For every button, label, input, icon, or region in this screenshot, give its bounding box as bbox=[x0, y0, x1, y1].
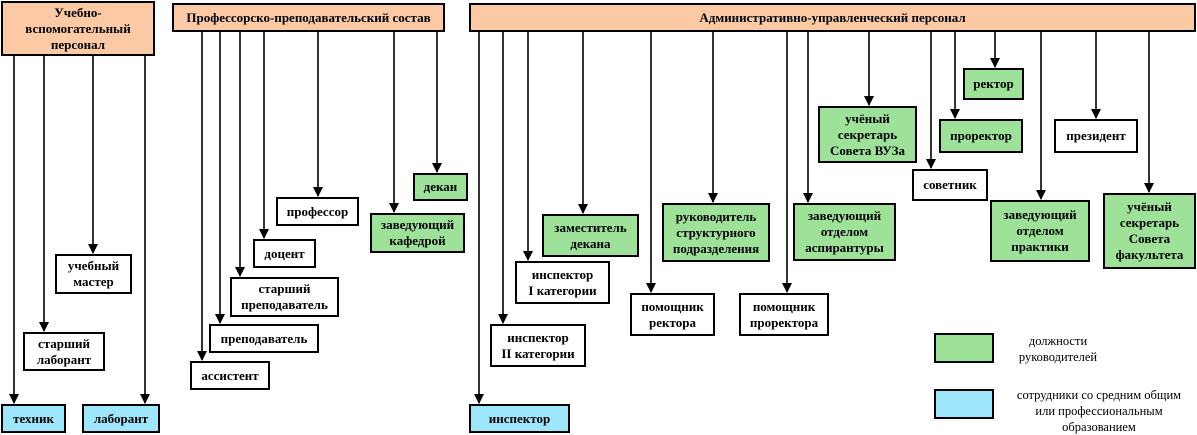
position-training-master: учебный мастер bbox=[55, 254, 132, 294]
position-associate-professor: доцент bbox=[253, 239, 316, 268]
position-professor: профессор bbox=[276, 197, 359, 226]
position-technician: техник bbox=[1, 404, 66, 433]
position-structural-unit-head: руководитель структурного подразделения bbox=[662, 203, 770, 262]
header-support-staff: Учебно- вспомогательный персонал bbox=[1, 1, 155, 56]
position-prorector-assistant: помощник проректора bbox=[739, 293, 829, 336]
position-rector-assistant: помощник ректора bbox=[630, 293, 715, 336]
position-senior-lab-assistant: старший лаборант bbox=[23, 332, 105, 371]
position-dean: декан bbox=[413, 173, 468, 201]
position-assistant: ассистент bbox=[190, 361, 270, 390]
position-inspector-category-1: инспектор I категории bbox=[515, 261, 610, 304]
position-inspector-category-2: инспектор II категории bbox=[490, 324, 586, 367]
position-senior-lecturer: старший преподаватель bbox=[230, 277, 339, 317]
position-deputy-dean: заместитель декана bbox=[542, 214, 639, 257]
legend-label-secondary-education: сотрудники со средним общим или професси… bbox=[1016, 388, 1182, 434]
position-head-of-department: заведующий кафедрой bbox=[370, 213, 465, 253]
header-admin-staff: Административно-управленческий персонал bbox=[469, 3, 1196, 32]
position-practice-department-head: заведующий отделом практики bbox=[990, 200, 1090, 262]
position-faculty-council-secretary: учёный секретарь Совета факультета bbox=[1103, 193, 1196, 269]
position-postgrad-department-head: заведующий отделом аспирантуры bbox=[793, 203, 896, 261]
legend-label-managers: должности руководителей bbox=[1018, 334, 1098, 364]
header-teaching-staff: Профессорско-преподавательский состав bbox=[172, 3, 445, 32]
position-advisor: советник bbox=[912, 169, 988, 201]
position-lecturer: преподаватель bbox=[209, 324, 319, 353]
position-lab-assistant: лаборант bbox=[82, 404, 160, 433]
legend-swatch-secondary-education bbox=[934, 389, 994, 419]
position-rector: ректор bbox=[963, 68, 1024, 100]
position-prorector: проректор bbox=[939, 119, 1023, 153]
position-university-council-secretary: учёный секретарь Совета ВУЗа bbox=[818, 106, 917, 163]
position-inspector: инспектор bbox=[469, 404, 570, 433]
legend-swatch-managers bbox=[934, 333, 994, 363]
position-president: президент bbox=[1054, 119, 1138, 153]
